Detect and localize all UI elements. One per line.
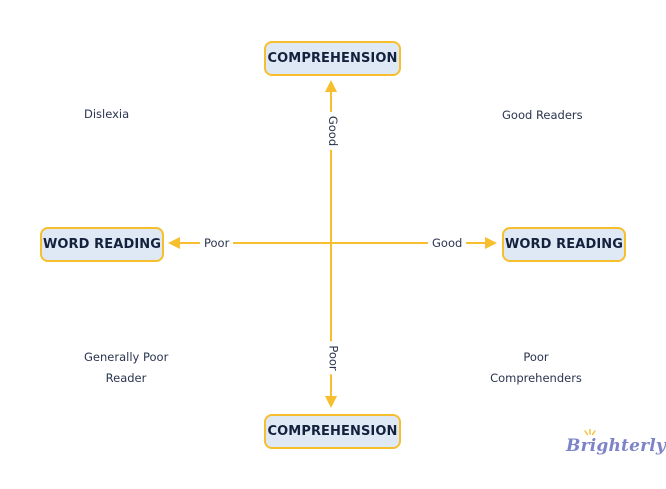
node-comprehension-bottom: COMPREHENSION bbox=[264, 414, 401, 449]
quadrant-bottom-left: Generally Poor Reader bbox=[84, 347, 168, 389]
quadrant-top-left: Dislexia bbox=[84, 104, 129, 125]
quadrant-bottom-left-line1: Generally Poor bbox=[84, 350, 169, 364]
quadrant-bottom-left-line2: Reader bbox=[105, 371, 147, 385]
node-word-reading-right-label: WORD READING bbox=[504, 237, 624, 252]
arrowhead-up bbox=[325, 80, 337, 92]
node-comprehension-bottom-label: COMPREHENSION bbox=[267, 424, 398, 439]
brand-logo: Brighterly bbox=[566, 436, 666, 456]
quadrant-top-left-text: Dislexia bbox=[84, 107, 130, 121]
node-comprehension-top-label: COMPREHENSION bbox=[267, 51, 398, 66]
axis-label-left: Poor bbox=[200, 236, 234, 250]
quadrant-bottom-right-line1: Poor bbox=[523, 350, 549, 364]
arrowhead-down bbox=[325, 396, 337, 408]
node-word-reading-left: WORD READING bbox=[40, 227, 164, 262]
arrowhead-left bbox=[168, 237, 180, 249]
axis-label-up: Good bbox=[326, 111, 341, 151]
node-word-reading-right: WORD READING bbox=[502, 227, 626, 262]
quadrant-bottom-right: Poor Comprehenders bbox=[490, 347, 582, 389]
axis-label-down: Poor bbox=[326, 341, 341, 375]
brand-spark-icon bbox=[584, 429, 596, 436]
arrowhead-right bbox=[485, 237, 497, 249]
node-comprehension-top: COMPREHENSION bbox=[264, 41, 401, 76]
quadrant-top-right-text: Good Readers bbox=[502, 108, 583, 122]
quadrant-bottom-right-line2: Comprehenders bbox=[490, 371, 582, 385]
axis-label-right: Good bbox=[428, 236, 467, 250]
quadrant-top-right: Good Readers bbox=[502, 105, 583, 126]
node-word-reading-left-label: WORD READING bbox=[42, 237, 162, 252]
